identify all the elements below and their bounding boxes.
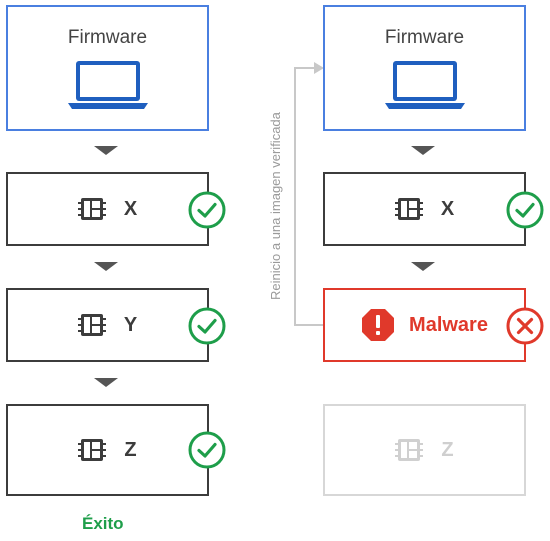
chip-icon — [394, 198, 423, 220]
chip-icon — [77, 198, 106, 220]
down-arrow-icon — [94, 378, 118, 387]
down-arrow-icon — [411, 146, 435, 155]
down-arrow-icon — [411, 262, 435, 271]
stage-label: Y — [123, 313, 138, 336]
laptop-icon — [384, 61, 465, 109]
reboot-path-arrow — [294, 62, 324, 326]
left-firmware-label: Firmware — [67, 27, 148, 48]
down-arrow-icon — [94, 146, 118, 155]
error-circle-icon — [506, 307, 544, 345]
check-circle-icon — [506, 191, 544, 229]
right-firmware-label: Firmware — [384, 27, 465, 48]
down-arrow-icon — [94, 262, 118, 271]
right-stage-x: X — [323, 172, 526, 246]
chip-icon — [78, 439, 107, 461]
chip-icon — [77, 314, 106, 336]
check-circle-icon — [188, 307, 226, 345]
laptop-icon — [67, 61, 148, 109]
stage-label: Z — [441, 438, 454, 461]
left-stage-y: Y — [6, 288, 209, 362]
malware-label: Malware — [409, 313, 488, 336]
right-firmware-box: Firmware — [323, 5, 526, 131]
check-circle-icon — [188, 191, 226, 229]
reboot-label: Reinicio a una imagen verificada — [268, 112, 283, 300]
success-label: Éxito — [82, 514, 124, 533]
left-firmware-box: Firmware — [6, 5, 209, 131]
stage-label: Z — [124, 438, 137, 461]
right-stage-malware: Malware — [323, 288, 526, 362]
left-stage-z: Z — [6, 404, 209, 496]
check-circle-icon — [188, 431, 226, 469]
left-stage-x: X — [6, 172, 209, 246]
right-stage-z-disabled: Z — [323, 404, 526, 496]
chip-icon — [395, 439, 424, 461]
warning-octagon-icon — [362, 309, 395, 341]
stage-label: X — [123, 197, 138, 220]
stage-label: X — [440, 197, 455, 220]
